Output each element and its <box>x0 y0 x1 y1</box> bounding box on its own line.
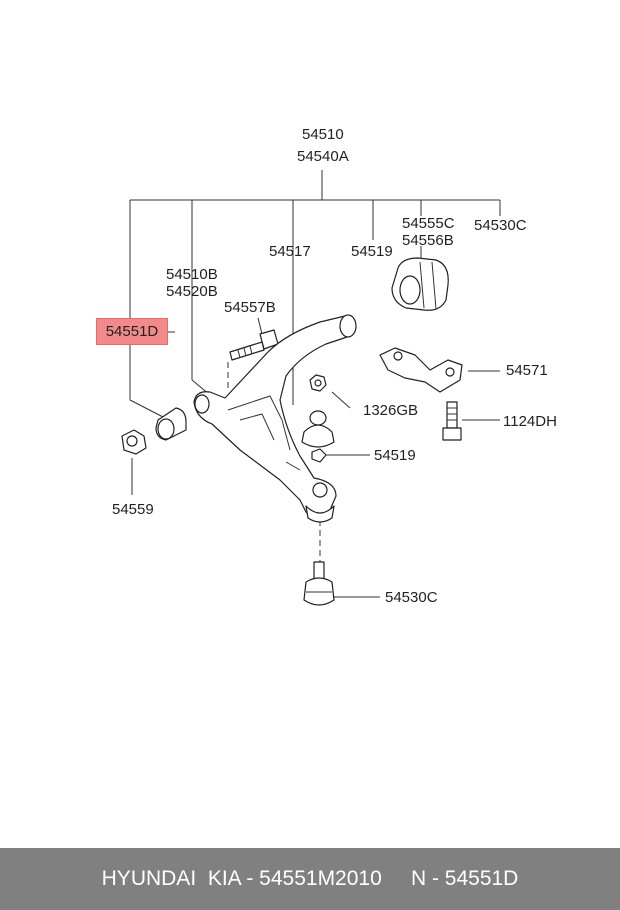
label-part-54556b: 54556B <box>402 232 454 249</box>
label-part-54519-top: 54519 <box>351 243 393 260</box>
label-arm-54520b: 54520B <box>166 283 218 300</box>
label-part-54557b: 54557B <box>224 299 276 316</box>
nut-1326gb <box>309 374 327 392</box>
label-arm-54510b: 54510B <box>166 266 218 283</box>
label-part-54551d-highlighted: 54551D <box>96 318 168 345</box>
label-part-1326gb: 1326GB <box>363 402 419 419</box>
ball-joint-54519 <box>301 410 335 463</box>
label-part-54517: 54517 <box>269 243 311 260</box>
leader-lines <box>129 170 501 598</box>
label-part-54530c-top: 54530C <box>474 217 527 234</box>
label-part-54555c: 54555C <box>402 215 455 232</box>
label-part-54559: 54559 <box>112 501 154 518</box>
label-assembly-54510: 54510 <box>302 126 344 143</box>
control-arm-54510b <box>193 314 357 523</box>
bushing-54555c <box>391 257 449 311</box>
bracket-54571 <box>379 347 463 393</box>
label-assembly-54540a: 54540A <box>297 148 349 165</box>
label-part-54571: 54571 <box>506 362 548 379</box>
footer-part-number-bar: HYUNDAI KIA - 54551M2010 N - 54551D <box>0 848 620 910</box>
ball-joint-54530c <box>303 561 335 606</box>
label-part-54519-mid: 54519 <box>374 447 416 464</box>
bolt-54557b <box>229 329 279 361</box>
diagram-drawing <box>121 170 501 606</box>
bolt-1124dh <box>442 401 462 441</box>
nut-54559 <box>121 429 147 455</box>
label-part-54530c-bottom: 54530C <box>385 589 438 606</box>
parts-diagram: 54510 54540A 54510B 54520B 54517 54519 5… <box>96 126 557 606</box>
label-part-1124dh: 1124DH <box>503 413 557 430</box>
bushing-54551d <box>155 407 187 441</box>
